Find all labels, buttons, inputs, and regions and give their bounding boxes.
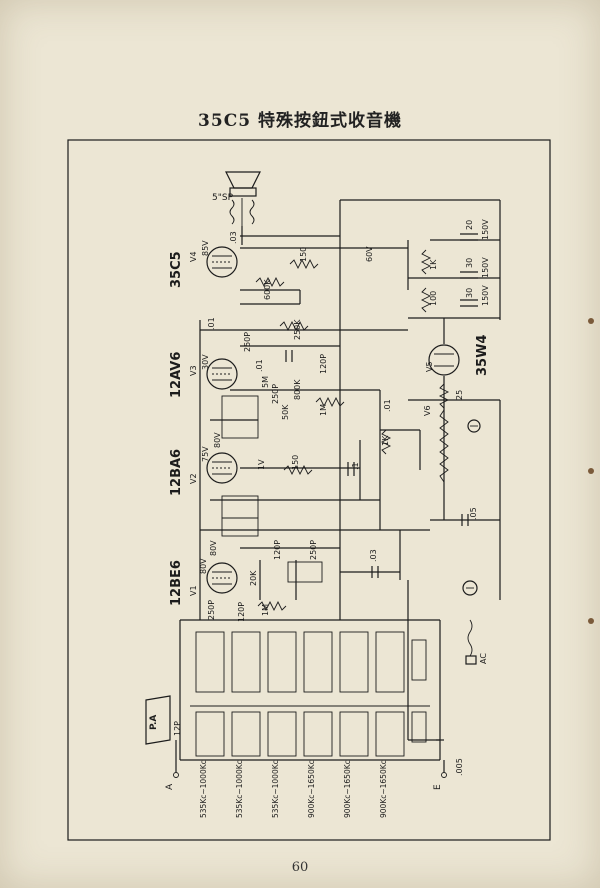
dial-lamp-icon <box>462 580 478 596</box>
value-c250p-b: 250P <box>271 384 280 404</box>
value-c03-out: .03 <box>229 231 238 244</box>
tube-label-35w4: 35W4 <box>475 335 490 376</box>
band-label-6: 900Kc~1650Kc <box>379 760 388 818</box>
label-v6: V6 <box>423 405 432 416</box>
label-60v: 60V <box>365 246 374 262</box>
if-transformers <box>221 395 323 583</box>
value-c120p-b: 120P <box>273 540 282 560</box>
push-button-switch-bank <box>195 631 427 757</box>
tube-label-35c5: 35C5 <box>169 251 184 288</box>
label-80v-a: 80V <box>213 432 222 448</box>
label-80v-c: 80V <box>199 558 208 574</box>
binding-hole <box>588 468 594 474</box>
value-c01-b: .01 <box>255 359 264 372</box>
value-c120p-c: 120P <box>237 602 246 622</box>
value-c03-b: .03 <box>369 549 378 562</box>
value-r1k-b: 1K <box>429 259 438 270</box>
binding-hole <box>588 318 594 324</box>
value-c250p-a: 250P <box>243 332 252 352</box>
band-label-2: 535Kc~1000Kc <box>235 760 244 818</box>
label-v5: V5 <box>425 361 434 372</box>
label-antenna: A <box>165 783 175 790</box>
value-r25: 25 <box>455 390 464 400</box>
value-r150-b: 150 <box>291 455 300 470</box>
label-earth: E <box>433 784 443 790</box>
value-r150-a: 150 <box>299 247 308 262</box>
speaker-label: 5"SP <box>212 193 234 203</box>
label-v2: V2 <box>189 473 198 484</box>
value-r600k: 600K <box>263 279 272 300</box>
value-c20-voltage: 150V <box>481 219 490 240</box>
value-c12p: 12P <box>173 721 182 736</box>
value-c30-b: 30 <box>465 288 474 298</box>
label-ac: AC <box>479 653 488 664</box>
value-c30-a: 30 <box>465 258 474 268</box>
earth-terminal-icon <box>441 772 447 778</box>
pa-input-box <box>145 695 171 745</box>
label-pa: P.A <box>149 715 159 730</box>
label-85v: 85V <box>201 240 210 256</box>
tube-label-12av6: 12AV6 <box>169 352 184 398</box>
tube-35c5 <box>206 246 238 278</box>
value-c005: .005 <box>455 758 464 776</box>
tube-label-12ba6: 12BA6 <box>169 449 184 496</box>
value-r20k: 20K <box>249 570 258 586</box>
label-80v-b: 80V <box>209 540 218 556</box>
band-label-5: 900Kc~1650Kc <box>343 760 352 818</box>
value-r250k: 250K <box>293 319 302 340</box>
label-30v: 30V <box>201 354 210 370</box>
value-r50k: 50K <box>281 404 290 420</box>
label-75v: 75V <box>201 446 210 462</box>
value-c01-a: .01 <box>207 317 216 330</box>
speaker-icon <box>225 171 261 226</box>
value-c01-c: .01 <box>383 399 392 412</box>
band-label-3: 535Kc~1000Kc <box>271 760 280 818</box>
value-r100: 100 <box>429 291 438 306</box>
label-v4: V4 <box>189 251 198 262</box>
value-c1: .1 <box>351 462 360 470</box>
value-c120p-a: 120P <box>319 354 328 374</box>
value-c250p-d: 250P <box>207 600 216 620</box>
schematic-frame <box>67 139 551 841</box>
band-label-4: 900Kc~1650Kc <box>307 760 316 818</box>
page-title: 35C5 特殊按鈕式收音機 <box>198 111 402 131</box>
ac-plug-icon <box>465 619 477 665</box>
tube-label-12be6: 12BE6 <box>169 560 184 606</box>
band-label-1: 535Kc~1000Kc <box>199 760 208 818</box>
value-r1k-a: 1K <box>381 435 390 446</box>
value-r800k: 800K <box>293 379 302 400</box>
value-c20: 20 <box>465 220 474 230</box>
resistors <box>255 249 450 612</box>
antenna-terminal-icon <box>173 772 179 778</box>
capacitors <box>285 233 478 741</box>
label-v3: V3 <box>189 365 198 376</box>
value-c250p-c: 250P <box>309 540 318 560</box>
value-c30b-voltage: 150V <box>481 285 490 306</box>
tube-12be6 <box>206 562 238 594</box>
value-r1m-a: 1M <box>319 404 328 416</box>
value-c30a-voltage: 150V <box>481 257 490 278</box>
tube-12ba6 <box>206 452 238 484</box>
page-number: 60 <box>291 860 309 875</box>
value-r1m-b: 1M <box>261 604 270 616</box>
tube-35w4 <box>428 344 460 376</box>
label-v1: V1 <box>189 585 198 596</box>
value-r5m: 5M <box>261 376 270 388</box>
heater-string <box>439 409 449 483</box>
pilot-lamp-icon <box>467 419 481 433</box>
tube-12av6 <box>206 358 238 390</box>
binding-hole <box>588 618 594 624</box>
value-c05: .05 <box>469 507 478 520</box>
label-1v: 1V <box>257 459 266 470</box>
